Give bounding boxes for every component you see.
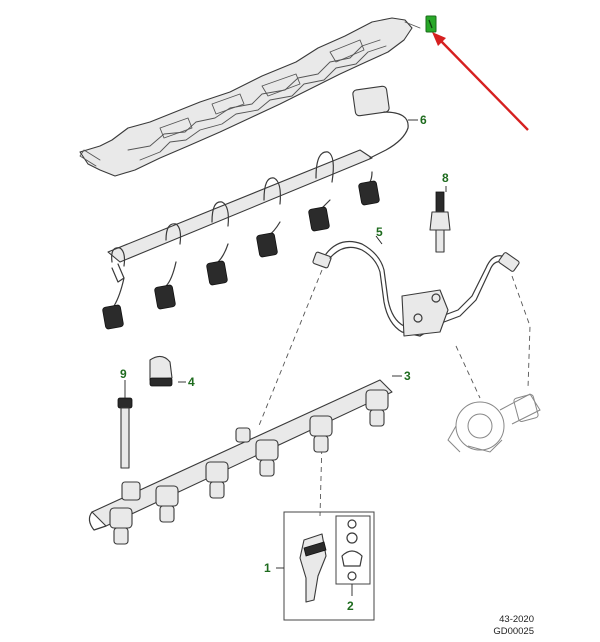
relation-line <box>511 275 531 389</box>
relation-line <box>319 439 323 517</box>
relation-line <box>455 345 481 399</box>
mounting-bolt <box>117 397 133 469</box>
injector-cup <box>365 389 389 427</box>
callout-8: 8 <box>442 171 449 185</box>
relation-line <box>257 269 323 429</box>
coil-connector <box>206 243 229 286</box>
rail-pressure-sensor <box>149 355 173 387</box>
injector-cup <box>255 439 279 477</box>
arrow-head <box>432 32 446 46</box>
fuel-line <box>312 241 520 337</box>
injector-cup <box>309 415 333 453</box>
fuel-pump <box>447 393 541 453</box>
coil-connector <box>308 199 331 232</box>
diagram-code: GD00025 <box>493 626 534 637</box>
pointer-arrow <box>439 39 529 131</box>
callout-4: 4 <box>188 375 195 389</box>
injector-cup <box>109 507 133 545</box>
injector-cup <box>155 485 179 523</box>
callout-3: 3 <box>404 369 411 383</box>
wiring-harness <box>102 85 409 330</box>
coil-connector <box>102 277 125 330</box>
callout-1: 1 <box>264 561 271 575</box>
coil-connector <box>154 261 177 310</box>
diagram-reference: 43-2020 <box>499 614 534 625</box>
coil-connector <box>256 221 281 258</box>
callout-9: 9 <box>120 367 127 381</box>
fuel-rail <box>88 379 393 545</box>
engine-cover <box>79 17 421 177</box>
callout-2: 2 <box>347 599 354 613</box>
injector-cup <box>205 461 229 499</box>
callout-5: 5 <box>376 225 383 239</box>
callout-6: 6 <box>420 113 427 127</box>
pressure-sensor <box>429 191 451 253</box>
injector-detail-box <box>283 511 375 621</box>
coil-connector <box>358 171 380 206</box>
